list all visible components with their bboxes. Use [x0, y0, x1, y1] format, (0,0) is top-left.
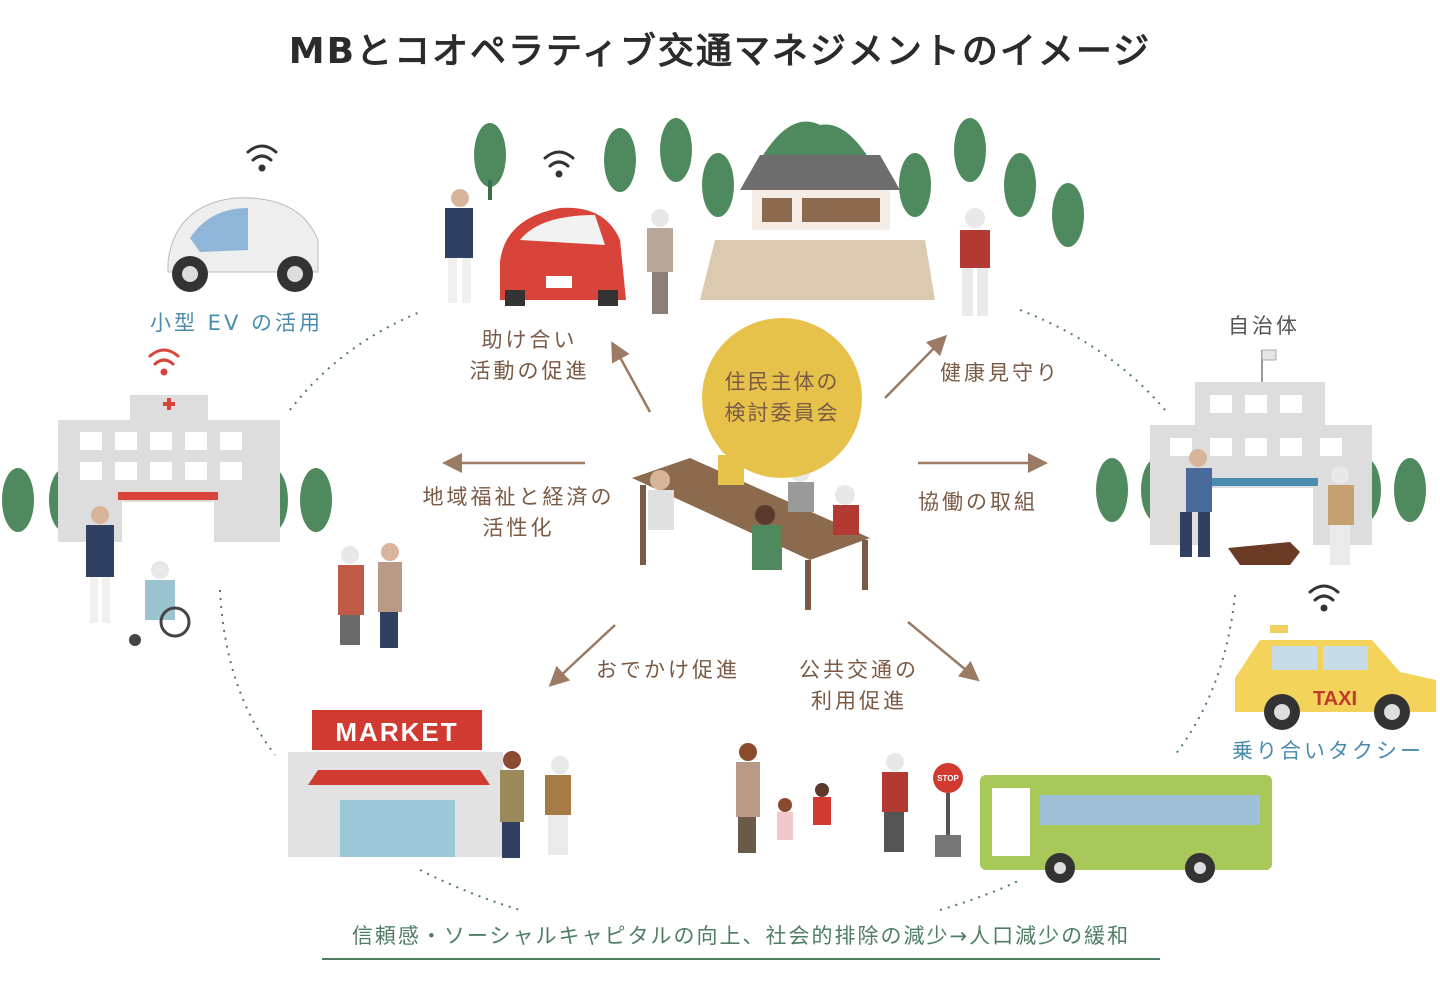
residents-committee-circle: 住民主体の 検討委員会 — [702, 318, 862, 478]
label-outing: おでかけ促進 — [596, 658, 740, 682]
center-line-2: 検討委員会 — [724, 401, 840, 425]
label-health-watch: 健康見守り — [940, 361, 1060, 385]
label-small-ev: 小型 EV の活用 — [150, 311, 323, 335]
taxi-illustration — [1235, 625, 1436, 730]
people-cooperation — [1180, 449, 1354, 565]
taxi-sign: TAXI — [1313, 688, 1357, 710]
label-municipality: 自治体 — [1228, 314, 1300, 338]
people-regional — [338, 543, 402, 648]
arrow-icon — [548, 624, 616, 687]
arrow-icon — [884, 334, 948, 399]
elderly-man-health — [960, 208, 990, 316]
label-regional: 地域福祉と経済の 活性化 — [416, 482, 621, 544]
label-public-transit-line-2: 利用促進 — [811, 689, 907, 713]
label-regional-line-1: 地域福祉と経済の — [422, 485, 615, 509]
market-illustration — [288, 710, 503, 857]
footer-outcome: 信頼感・ソーシャルキャピタルの向上、社会的排除の減少→人口減少の緩和 — [322, 920, 1160, 960]
market-sign: MARKET — [335, 717, 458, 747]
wifi-icon — [148, 348, 180, 376]
hospital-illustration — [58, 395, 280, 542]
meeting-table-illustration — [632, 435, 870, 610]
people-public-transit — [736, 743, 908, 853]
label-mutual-aid: 助け合い 活動の促進 — [462, 325, 597, 387]
nurse-and-wheelchair — [86, 506, 191, 646]
bus-illustration — [980, 775, 1272, 883]
label-regional-line-2: 活性化 — [482, 516, 555, 540]
label-public-transit: 公共交通の 利用促進 — [792, 655, 926, 717]
label-public-transit-line-1: 公共交通の — [799, 658, 919, 682]
red-car-illustration — [500, 207, 626, 306]
arrow-icon — [611, 341, 652, 413]
label-shared-taxi: 乗り合いタクシー — [1232, 739, 1424, 763]
label-mutual-aid-line-2: 活動の促進 — [469, 359, 590, 383]
arrow-icon — [907, 621, 980, 682]
house-illustration — [700, 121, 935, 300]
bus-stop-illustration — [933, 763, 963, 857]
stop-sign: STOP — [937, 774, 959, 783]
page-title: MBとコオペラティブ交通マネジメントのイメージ — [288, 31, 1152, 72]
tree-icon — [474, 118, 1084, 247]
people-mutual-aid — [445, 189, 673, 314]
dotted-circle — [219, 309, 1236, 911]
label-mutual-aid-line-1: 助け合い — [481, 328, 578, 352]
people-outing — [500, 751, 571, 858]
arrows — [442, 334, 1048, 687]
small-ev-illustration — [167, 197, 319, 292]
wifi-icon — [246, 144, 1340, 612]
center-line-1: 住民主体の — [724, 370, 840, 394]
label-cooperation: 協働の取組 — [918, 490, 1038, 514]
